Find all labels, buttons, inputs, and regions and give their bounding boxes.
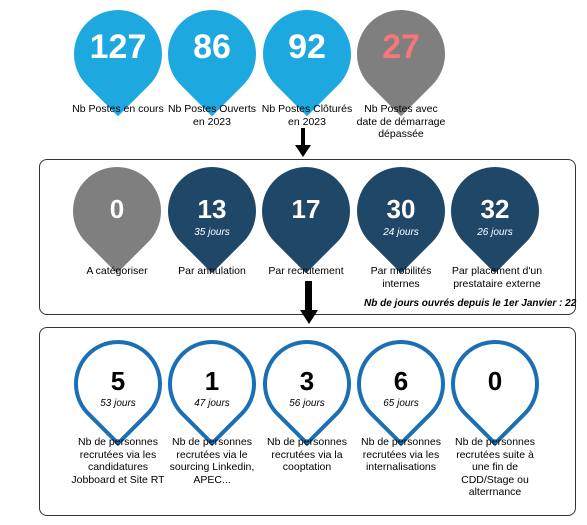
kpi-value: 30	[386, 194, 416, 224]
down-arrow-icon	[300, 310, 318, 324]
kpi-sub: 56 jours	[289, 398, 325, 409]
kpi-value: 0	[109, 194, 125, 224]
kpi-label: Par annulation	[178, 265, 246, 277]
working-days-note: Nb de jours ouvrés depuis le 1er Janvier…	[364, 298, 577, 309]
kpi-label: Nb de personnes recrutées via le sourcin…	[169, 436, 255, 486]
kpi-label: Nb Postes Clôturés en 2023	[261, 103, 353, 128]
kpi-label: Par recrutement	[268, 265, 344, 277]
kpi-value: 1	[204, 366, 220, 396]
kpi-value: 127	[89, 28, 147, 66]
kpi-sub: 53 jours	[100, 398, 136, 409]
kpi-label: Nb Postes avec date de démarrage dépassé…	[356, 103, 446, 140]
kpi-sub: 65 jours	[383, 398, 419, 409]
kpi-value: 92	[288, 28, 326, 66]
kpi-label: Par mobilités internes	[370, 265, 432, 290]
kpi-value: 86	[193, 28, 231, 66]
kpi-value: 27	[382, 28, 420, 66]
kpi-label: Nb de personnes recrutées via la cooptat…	[267, 436, 347, 473]
kpi-value: 5	[110, 366, 126, 396]
kpi-label: Nb Postes Ouverts en 2023	[167, 103, 257, 128]
kpi-label: Nb de personnes recrutées via les intern…	[361, 436, 441, 473]
kpi-sub: 35 jours	[194, 227, 230, 238]
kpi-value: 13	[197, 194, 227, 224]
kpi-label: Par placement d'un prestataire externe	[451, 265, 543, 290]
kpi-label: Nb de personnes recrutées suite à une fi…	[455, 436, 535, 498]
kpi-value: 32	[480, 194, 510, 224]
kpi-sub: 26 jours	[477, 227, 513, 238]
kpi-value: 3	[299, 366, 315, 396]
kpi-value: 17	[291, 194, 321, 224]
down-arrow-shaft	[301, 128, 305, 146]
kpi-sub: 47 jours	[194, 398, 230, 409]
down-arrow-icon	[295, 145, 311, 157]
kpi-label: A catégoriser	[86, 265, 148, 277]
kpi-value: 6	[393, 366, 409, 396]
kpi-label: Nb de personnes recrutées via les candid…	[71, 436, 165, 486]
kpi-value: 0	[487, 366, 503, 396]
kpi-label: Nb Postes en cours	[72, 103, 164, 115]
down-arrow-shaft	[305, 281, 312, 312]
kpi-sub: 24 jours	[383, 227, 419, 238]
